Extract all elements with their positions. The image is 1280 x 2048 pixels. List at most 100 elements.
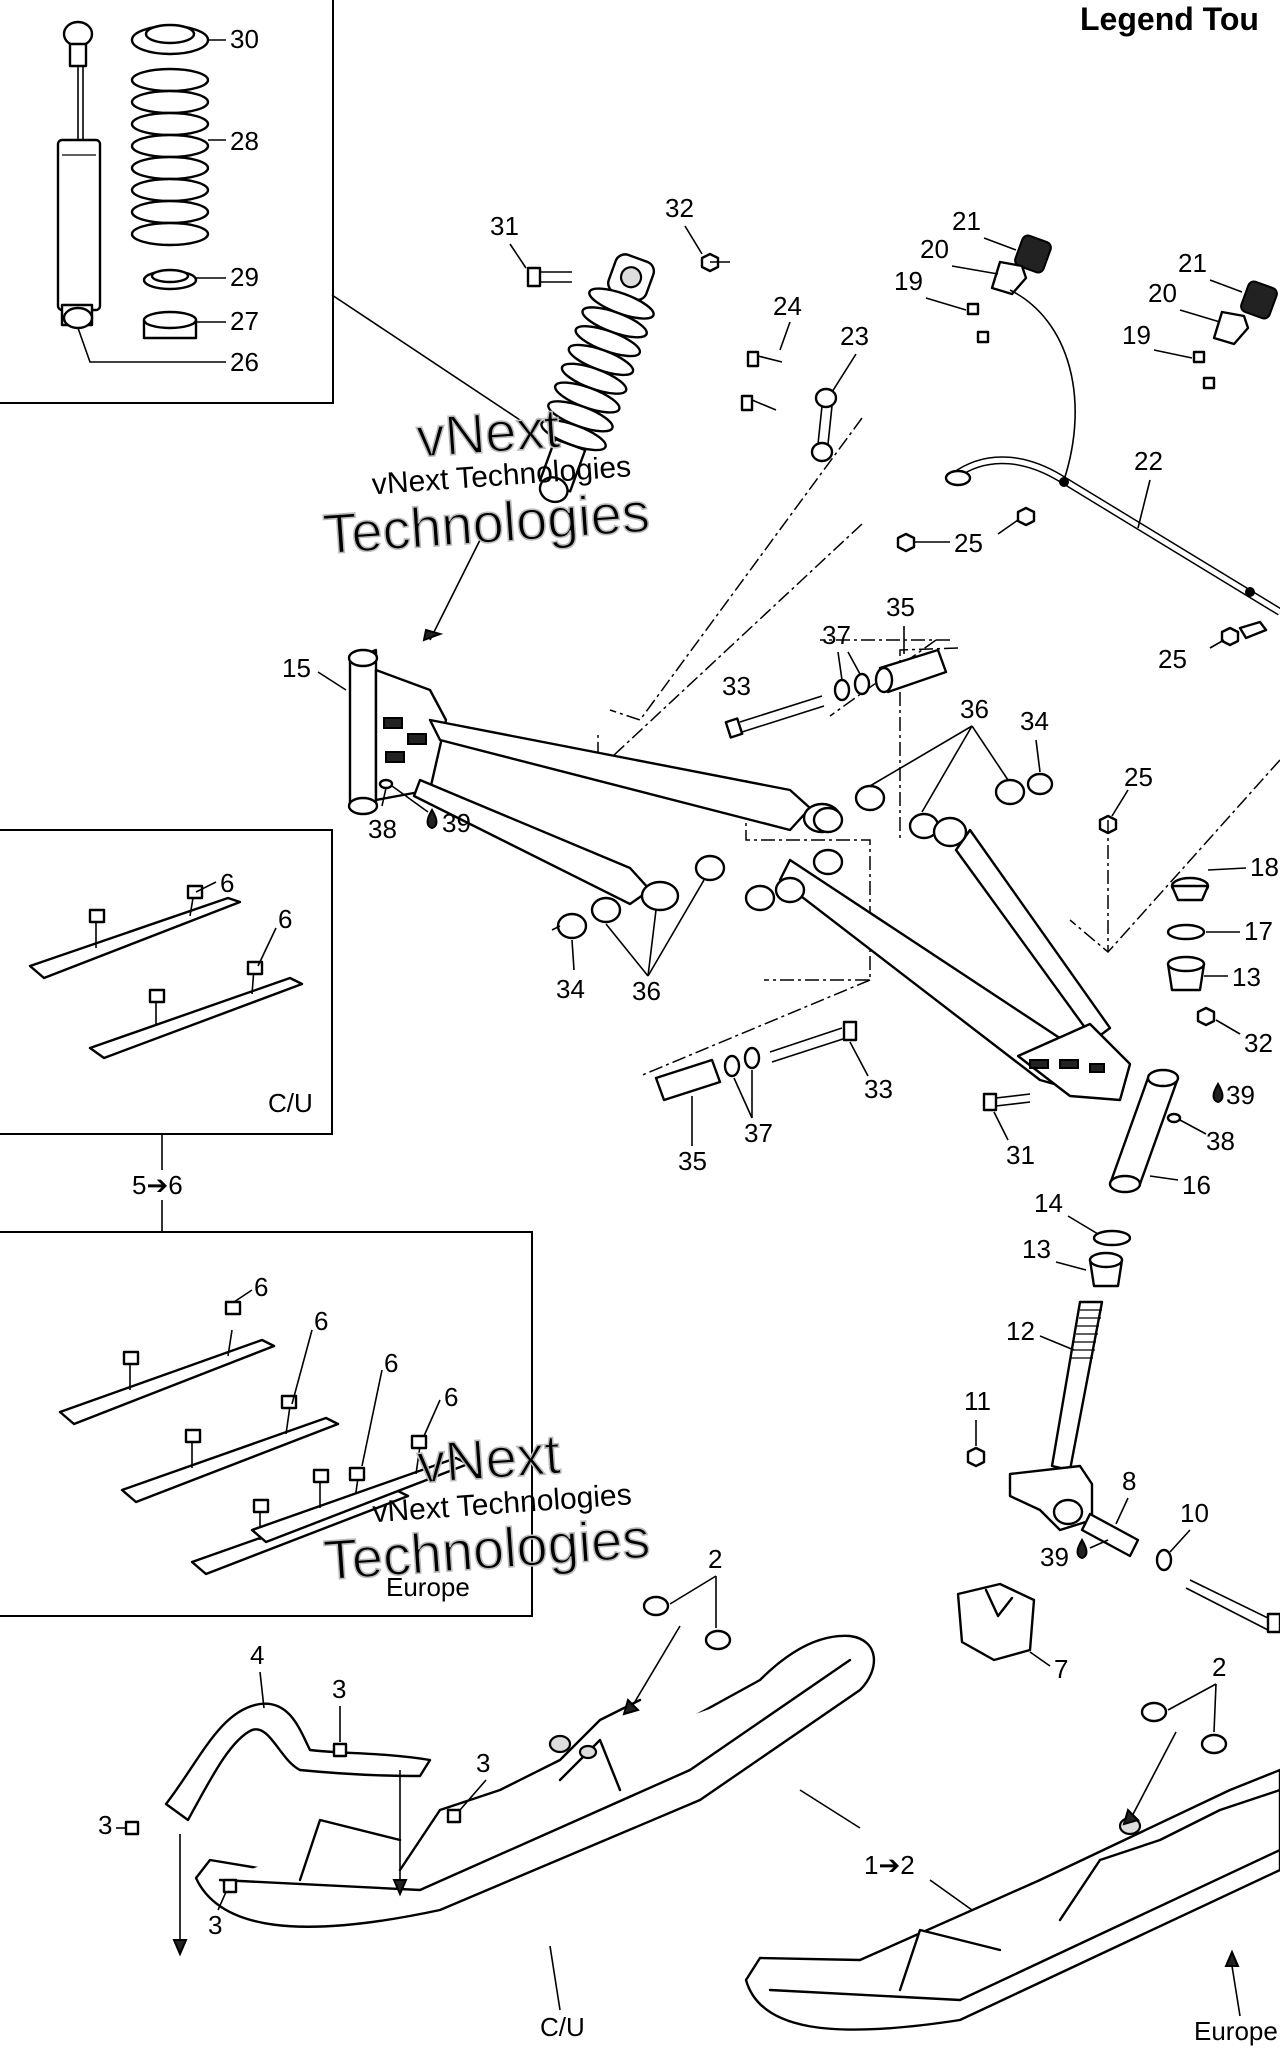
nut-32-lower	[1196, 1006, 1216, 1027]
page-title: Legend Tou	[1080, 1, 1259, 37]
washer-37-b	[743, 1046, 761, 1070]
callout-35-bottom: 35	[678, 1146, 707, 1176]
shock-absorber-26	[56, 20, 102, 330]
ski-cu	[194, 1634, 875, 1928]
callout-37-top: 37	[822, 620, 851, 650]
callout-29: 29	[230, 262, 259, 292]
bushing-36-d	[590, 896, 622, 924]
callout-6-cu-a: 6	[220, 868, 234, 898]
panel-relation: 5➔6	[132, 1170, 183, 1200]
callout-16: 16	[1182, 1170, 1211, 1200]
shock-assembly	[538, 253, 656, 504]
callout-33-top: 33	[722, 671, 751, 701]
callout-33-bottom: 33	[864, 1074, 893, 1104]
callout-3-c: 3	[98, 1810, 112, 1840]
callout-20-right: 20	[1148, 278, 1177, 308]
watermark-line2-bottom: vNext	[415, 1422, 563, 1495]
callout-26: 26	[230, 347, 259, 377]
carbide-runner-d	[120, 1394, 340, 1504]
callout-32-lower: 32	[1244, 1028, 1273, 1058]
callout-13-top: 13	[1232, 962, 1261, 992]
bolt-33-top	[724, 695, 825, 739]
callout-36-left: 36	[632, 976, 661, 1006]
callout-6-eu-c: 6	[384, 1348, 398, 1378]
lubricant-drop-icon-3	[1076, 1538, 1088, 1560]
callout-15: 15	[282, 653, 311, 683]
spring-28	[130, 23, 210, 247]
stopper-7	[956, 1582, 1036, 1662]
panel-label-cu: C/U	[268, 1088, 313, 1118]
callout-35-top: 35	[886, 592, 915, 622]
washer-14	[1092, 1229, 1132, 1247]
callout-17: 17	[1244, 916, 1273, 946]
spindle-12	[1008, 1300, 1104, 1532]
bushing-21-left	[1014, 234, 1052, 274]
nut-34-left	[556, 912, 588, 940]
screw-3-d	[222, 1878, 238, 1894]
callout-25-a: 25	[954, 528, 983, 558]
callout-12: 12	[1006, 1316, 1035, 1346]
callout-39-a: 39	[442, 808, 471, 838]
spindle-tube-16	[1108, 1068, 1180, 1194]
grease-fitting-38-a	[378, 778, 394, 790]
callout-2-a: 2	[708, 1544, 722, 1574]
callout-14: 14	[1034, 1188, 1063, 1218]
cap-2-d	[1200, 1733, 1228, 1755]
screws-19-left	[966, 302, 990, 344]
callout-21-right: 21	[1178, 248, 1207, 278]
bushing-36-e	[694, 854, 726, 882]
callout-6-cu-b: 6	[278, 904, 292, 934]
carbide-runner-a	[28, 884, 242, 980]
ski-relation: 1➔2	[864, 1850, 915, 1880]
callout-6-eu-a: 6	[254, 1272, 268, 1302]
callout-4: 4	[250, 1640, 264, 1670]
callout-21-left: 21	[952, 206, 981, 236]
callout-6-eu-d: 6	[444, 1382, 458, 1412]
callout-20-left: 20	[920, 234, 949, 264]
callout-39-b: 39	[1226, 1080, 1255, 1110]
ski-label-europe: Europe	[1194, 2016, 1278, 2046]
screws-19-right	[1192, 350, 1216, 390]
washer-37-a	[833, 678, 851, 702]
ski-europe	[744, 1768, 1280, 2031]
callout-31-lower: 31	[1006, 1140, 1035, 1170]
callout-3-b: 3	[476, 1748, 490, 1778]
panel-label-europe: Europe	[386, 1572, 470, 1602]
callout-6-eu-b: 6	[314, 1306, 328, 1336]
callout-2-b: 2	[1212, 1652, 1226, 1682]
callout-19-right: 19	[1122, 320, 1151, 350]
watermark-line2-top: vNext	[415, 396, 563, 469]
bushing-36-c	[994, 778, 1026, 806]
bushing-36-a	[854, 784, 886, 812]
callout-3-a: 3	[332, 1674, 346, 1704]
callout-39-c: 39	[1040, 1542, 1069, 1572]
sway-bar-22	[944, 456, 1280, 616]
callout-22: 22	[1134, 446, 1163, 476]
carbide-runner-f	[250, 1434, 470, 1544]
link-rod-24	[740, 350, 783, 412]
callout-8: 8	[1122, 1466, 1136, 1496]
lubricant-drop-icon	[426, 808, 438, 830]
callout-28: 28	[230, 126, 259, 156]
callout-30: 30	[230, 24, 259, 54]
lower-a-arm	[744, 816, 1132, 1102]
washer-10	[1155, 1548, 1173, 1572]
cap-2-c	[1140, 1701, 1168, 1723]
ski-label-cu: C/U	[540, 2012, 585, 2042]
nut-25-a	[896, 532, 916, 553]
callout-36-top: 36	[960, 694, 989, 724]
callout-34-left: 34	[556, 974, 585, 1004]
callout-31-top: 31	[490, 211, 519, 241]
bushing-21-right	[1240, 280, 1278, 320]
callout-38-b: 38	[1206, 1126, 1235, 1156]
callout-32-top: 32	[665, 193, 694, 223]
cap-2-a	[642, 1595, 670, 1617]
carbide-runner-c	[58, 1300, 276, 1426]
callout-7: 7	[1054, 1654, 1068, 1684]
shock-inset-box: 30 28 29 27 26	[0, 0, 334, 404]
callout-34-top: 34	[1020, 706, 1049, 736]
sleeve-35-bottom	[654, 1058, 722, 1102]
callout-25-c: 25	[1158, 644, 1187, 674]
nut-25-c	[1220, 626, 1240, 647]
